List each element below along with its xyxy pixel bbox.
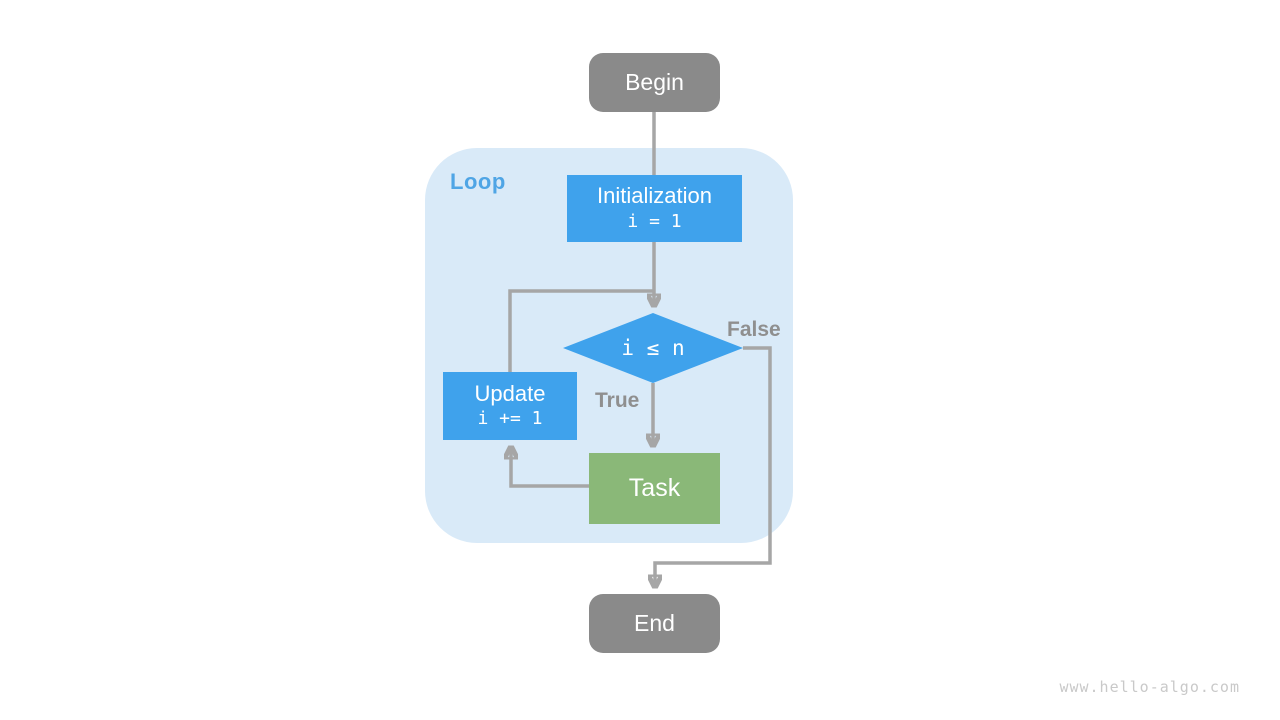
connector-update-loopback [508, 289, 655, 374]
begin-node: Begin [589, 53, 720, 112]
end-node-label: End [634, 610, 675, 636]
end-node: End [589, 594, 720, 653]
connector-condition-false-to-end [655, 346, 772, 587]
condition-diamond-code: i ≤ n [621, 336, 685, 360]
task-node: Task [589, 453, 720, 524]
watermark: www.hello-algo.com [1059, 678, 1240, 696]
begin-node-label: Begin [625, 69, 684, 95]
initialization-node-code: i = 1 [627, 210, 682, 232]
task-node-label: Task [628, 474, 681, 502]
loop-container-label: Loop [450, 169, 506, 194]
initialization-node-title: Initialization [597, 183, 712, 209]
update-node-code: i += 1 [477, 408, 543, 430]
initialization-node: Initialization i = 1 [567, 175, 742, 242]
true-edge-label: True [595, 389, 640, 412]
update-node-title: Update [474, 380, 546, 406]
false-edge-label: False [727, 318, 781, 341]
connector-task-to-update [511, 447, 589, 488]
update-node: Update i += 1 [443, 372, 577, 440]
